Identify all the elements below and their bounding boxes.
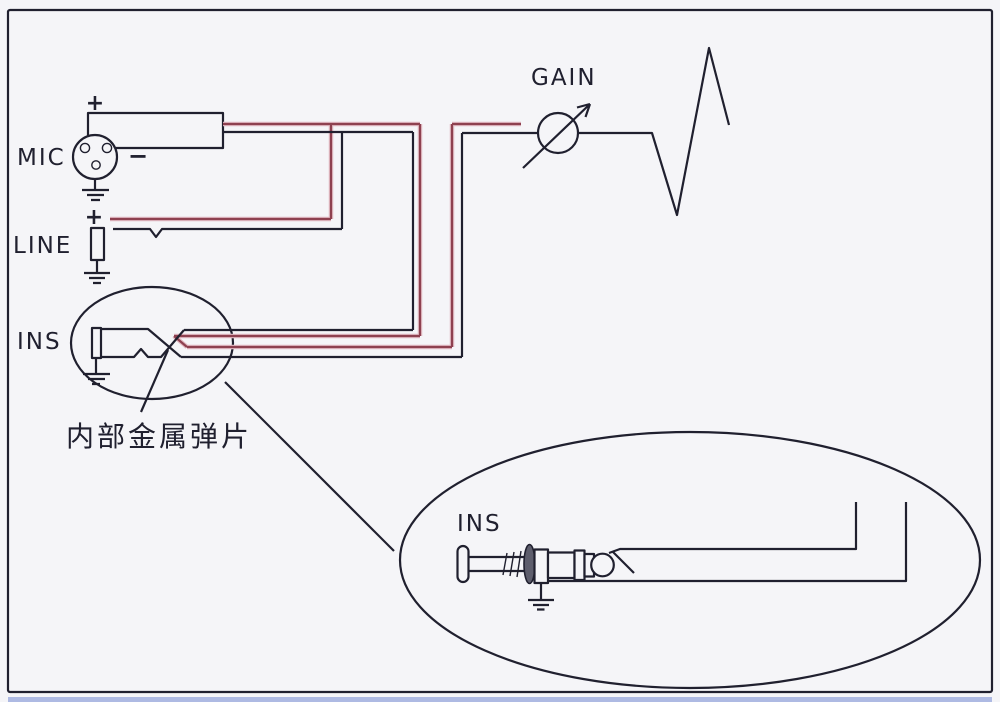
- trs-plug-drawing: [456, 543, 635, 611]
- detail-ins-label: INS: [457, 511, 502, 537]
- mic-plus-label: +: [86, 91, 104, 116]
- line-jack-symbol: [89, 226, 106, 262]
- mic-input-section: + − MIC: [17, 91, 225, 202]
- mic-transformer-box: [86, 111, 225, 150]
- annotation-leader-line: [139, 349, 170, 413]
- gain-control: GAIN: [522, 65, 597, 169]
- spring-contact-cross: [101, 327, 185, 359]
- incoming-cold-wire: [184, 130, 415, 332]
- spring-leaf-contact: [611, 550, 635, 574]
- plug-shaft: [468, 555, 526, 573]
- gain-arrow-icon: [522, 102, 592, 169]
- detail-bottom-wire: [548, 502, 908, 583]
- output-waveform: [578, 46, 731, 217]
- line-label: LINE: [13, 233, 72, 259]
- line-input-section: + LINE: [13, 205, 110, 285]
- plug-flange: [523, 543, 536, 585]
- hot-wire-bus: [110, 121, 521, 350]
- ins-detail-view: INS: [398, 430, 982, 690]
- mic-minus-label: −: [128, 142, 148, 170]
- plug-tip-ball: [590, 552, 615, 578]
- annotation-text: 内部金属弹片: [66, 420, 252, 453]
- detail-leader-line: [224, 381, 395, 552]
- detail-ground-icon: [528, 583, 554, 611]
- line-plus-label: +: [85, 205, 103, 230]
- xlr-pin-1: [79, 142, 91, 154]
- bottom-strip: [8, 697, 992, 702]
- signal-wire-bus: [101, 46, 731, 359]
- detail-top-wire: [608, 502, 858, 555]
- ins-jack-symbol: [90, 326, 103, 360]
- gain-label: GAIN: [531, 65, 597, 91]
- diagram-border: [6, 8, 994, 694]
- jack-entry-bushing: [533, 548, 550, 585]
- detail-ellipse: [398, 430, 982, 690]
- ins-label: INS: [17, 329, 62, 355]
- line-cold-wire: [113, 132, 344, 239]
- xlr-connector-icon: [71, 133, 119, 181]
- plug-thread-hatch: [502, 550, 522, 578]
- ins-callout-ellipse: [69, 285, 235, 401]
- ins-ground-icon: [83, 358, 110, 386]
- plug-sleeve: [546, 551, 576, 580]
- plug-insulator-ring: [573, 549, 586, 582]
- line-ground-icon: [84, 260, 110, 285]
- mic-ground-icon: [82, 179, 109, 202]
- xlr-pin-3: [91, 160, 101, 170]
- outgoing-wire: [181, 131, 538, 359]
- hot-wire-path: [110, 122, 521, 349]
- xlr-pin-2: [101, 142, 113, 154]
- mic-label: MIC: [17, 145, 66, 171]
- plug-cable-end: [456, 544, 470, 584]
- ins-input-section: INS: [17, 285, 235, 401]
- gain-knob-icon: [536, 111, 580, 155]
